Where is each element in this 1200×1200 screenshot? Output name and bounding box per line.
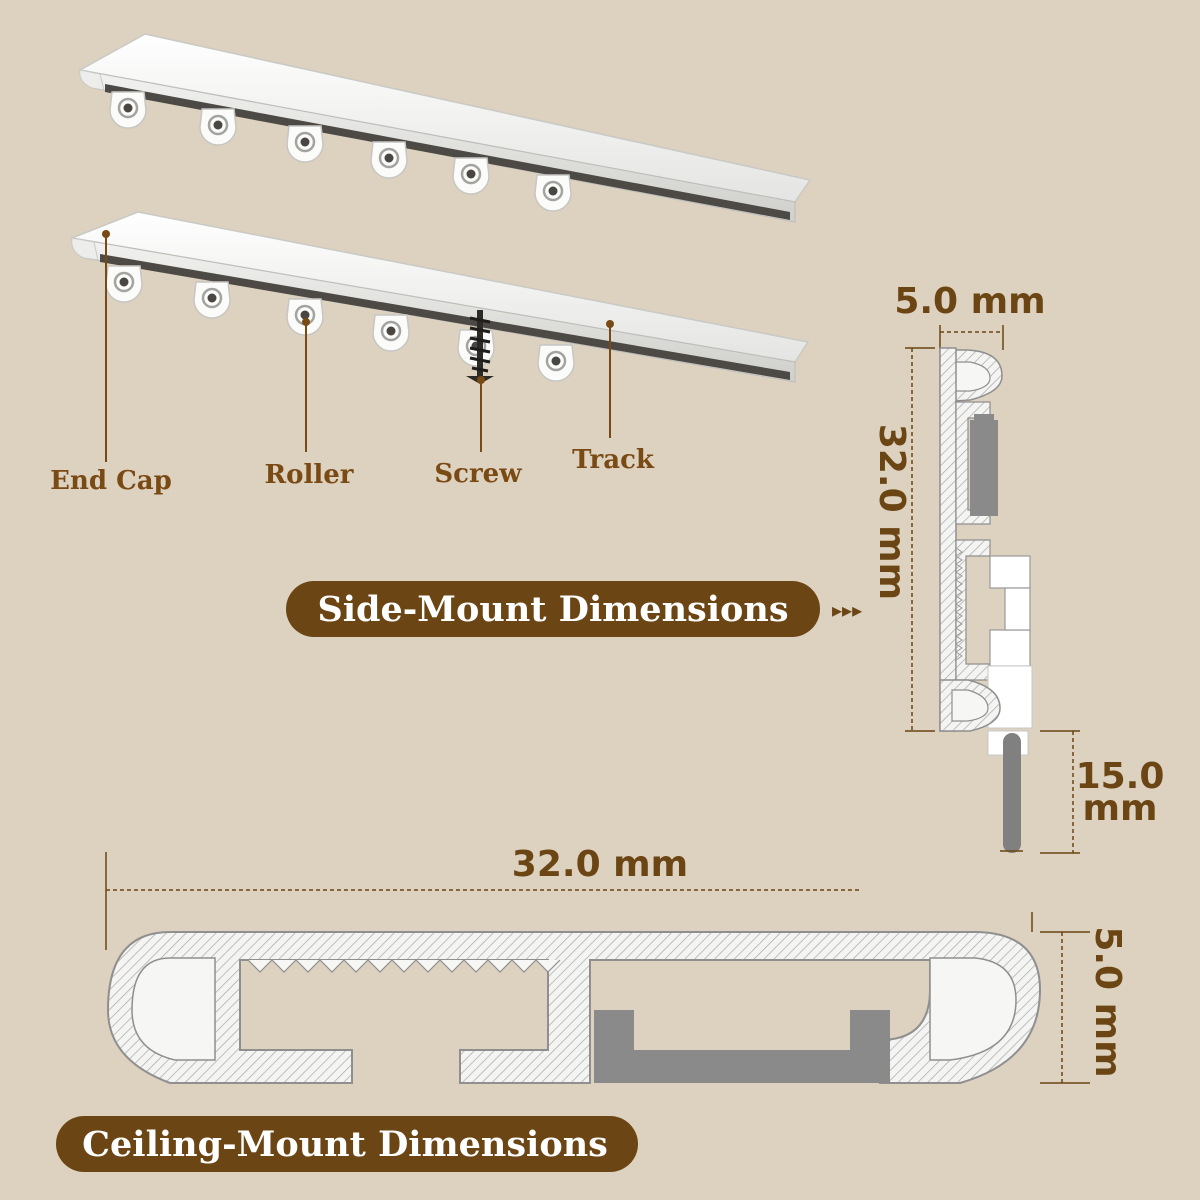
ceiling-width-dimension: 32.0 mm bbox=[105, 844, 862, 950]
side-height-label: 32.0 mm bbox=[871, 424, 912, 600]
label-track: Track bbox=[572, 445, 655, 475]
roller bbox=[537, 344, 575, 382]
ceiling-mount-profile bbox=[106, 931, 1042, 1084]
roller bbox=[105, 265, 143, 303]
roller bbox=[534, 174, 572, 212]
track-rail-bottom bbox=[69, 211, 810, 383]
roller bbox=[286, 125, 324, 163]
track-rail-top bbox=[77, 33, 812, 223]
roller bbox=[452, 157, 490, 195]
roller bbox=[199, 108, 237, 146]
roller-group-top bbox=[109, 91, 572, 212]
hook-dim-value: 15.0 bbox=[1076, 756, 1165, 797]
ceiling-width-label: 32.0 mm bbox=[512, 844, 688, 885]
ceiling-height-dimension: 5.0 mm bbox=[1031, 912, 1128, 1084]
roller bbox=[109, 91, 147, 129]
label-roller: Roller bbox=[265, 460, 354, 490]
part-leaders bbox=[105, 234, 611, 462]
ceiling-height-label: 5.0 mm bbox=[1087, 926, 1128, 1077]
side-width-label: 5.0 mm bbox=[894, 281, 1045, 322]
roller bbox=[370, 141, 408, 179]
label-screw: Screw bbox=[434, 459, 522, 489]
ceiling-mount-badge: Ceiling-Mount Dimensions bbox=[56, 1116, 638, 1172]
hook-bar: 15.0 mm bbox=[987, 730, 1165, 854]
side-mount-profile: 5.0 mm 32.0 mm bbox=[871, 281, 1046, 732]
roller bbox=[193, 281, 231, 319]
side-mount-badge: Side-Mount Dimensions bbox=[286, 581, 820, 637]
roller bbox=[372, 314, 410, 352]
ceiling-mount-title: Ceiling-Mount Dimensions bbox=[82, 1124, 608, 1165]
hook-dim-unit: mm bbox=[1082, 788, 1157, 829]
arrow-icon: ▸▸▸ bbox=[832, 598, 862, 622]
part-dots bbox=[102, 230, 614, 384]
label-end-cap: End Cap bbox=[50, 466, 172, 496]
side-mount-title: Side-Mount Dimensions bbox=[317, 589, 788, 630]
